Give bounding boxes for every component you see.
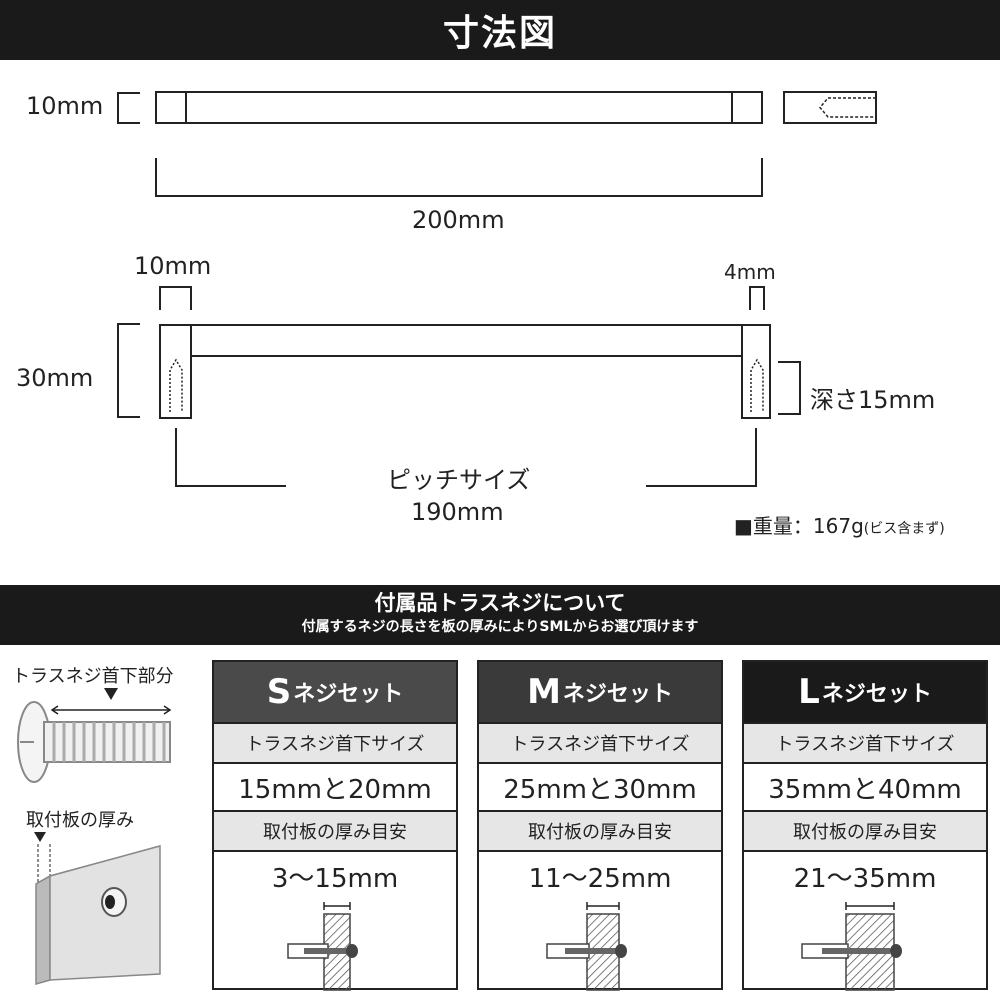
board-thickness-label: 取付板の厚み — [26, 810, 134, 831]
accessory-subtitle: 付属するネジの長さを板の厚みによりSMLからお選び頂けます — [301, 619, 699, 635]
accessory-title: 付属品トラスネジについて — [374, 591, 626, 615]
page-title: 寸法図 — [0, 0, 1000, 60]
s-set-letter: S — [266, 672, 292, 712]
mounting-board-illustration — [34, 832, 161, 985]
weight-value: ■重量：167g — [734, 514, 864, 538]
m-set-letter: M — [527, 672, 561, 712]
m-size-label: トラスネジ首下サイズ — [479, 722, 721, 764]
s-set-suffix: ネジセット — [293, 682, 404, 707]
l-set-suffix: ネジセット — [821, 682, 932, 707]
l-thickness-value: 21〜35mm — [793, 863, 937, 894]
s-thickness-value: 3〜15mm — [271, 863, 399, 894]
screw-length-label: トラスネジ首下部分 — [12, 666, 174, 687]
s-size-value: 15mmと20mm — [238, 774, 432, 805]
s-thickness-label: 取付板の厚み目安 — [214, 810, 456, 852]
front-view-handle — [117, 286, 801, 487]
l-installation-illustration — [801, 902, 902, 991]
l-size-label: トラスネジ首下サイズ — [744, 722, 986, 764]
dimension-drawing — [117, 91, 877, 487]
side-height-label: 30mm — [16, 364, 94, 392]
l-set-letter: L — [798, 672, 820, 712]
l-size-value: 35mmと40mm — [768, 774, 962, 805]
depth-label: 深さ15mm — [810, 386, 936, 414]
accessory-band: 付属品トラスネジについて 付属するネジの長さを板の厚みによりSMLからお選び頂け… — [0, 585, 1000, 645]
pitch-size-value: 190mm — [411, 498, 504, 526]
l-thickness-label: 取付板の厚み目安 — [744, 810, 986, 852]
s-installation-illustration — [287, 902, 358, 991]
s-size-label: トラスネジ首下サイズ — [214, 722, 456, 764]
m-thickness-value: 11〜25mm — [528, 863, 672, 894]
top-height-label: 10mm — [26, 92, 104, 120]
end-width-label: 10mm — [134, 252, 212, 280]
small-width-label: 4mm — [724, 260, 776, 284]
m-size-value: 25mmと30mm — [503, 774, 697, 805]
pitch-size-label: ピッチサイズ — [387, 466, 531, 494]
m-thickness-label: 取付板の厚み目安 — [479, 810, 721, 852]
weight-note: (ビス含まず) — [863, 521, 945, 537]
m-installation-illustration — [546, 902, 627, 991]
top-view-handle — [117, 91, 877, 197]
m-set-suffix: ネジセット — [562, 682, 673, 707]
weight-label: ■重量：167g(ビス含まず) — [734, 510, 945, 539]
truss-screw-illustration — [17, 688, 172, 783]
total-length-label: 200mm — [412, 206, 505, 234]
